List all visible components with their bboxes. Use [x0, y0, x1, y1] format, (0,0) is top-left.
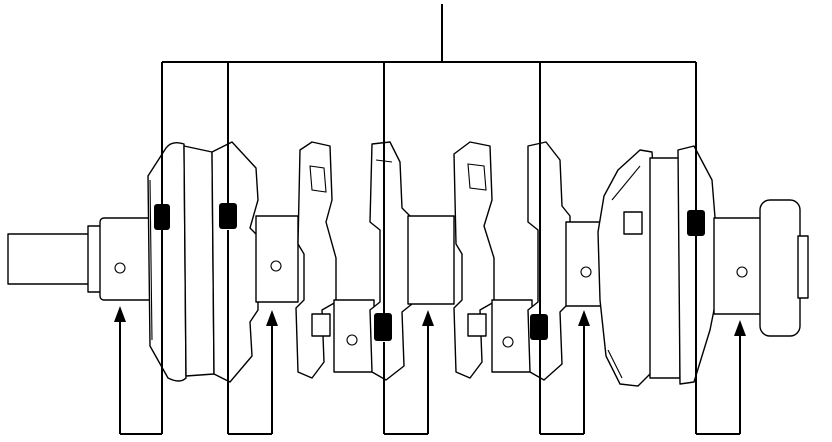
oil-hole-journal-2	[346, 334, 358, 346]
crank-arm-5	[527, 141, 571, 381]
counterweight-1	[147, 141, 187, 382]
rear-window	[623, 211, 643, 235]
arrow-up-icon	[734, 320, 746, 336]
lower-bracket	[114, 230, 746, 435]
oil-hole-journal-1	[114, 262, 126, 274]
crank-arm-3	[369, 141, 413, 381]
oil-hole-pin-1	[270, 260, 282, 272]
oil-hole-marker-icon	[530, 314, 548, 340]
counterweight-rear-edge-2	[607, 349, 623, 379]
main-journal-1	[99, 217, 157, 301]
oil-hole-journal-rear	[736, 266, 748, 278]
main-journal-rear	[713, 217, 769, 315]
arrow-up-icon	[578, 310, 590, 326]
front-snout	[7, 233, 93, 285]
oil-hole-marker-icon	[687, 210, 705, 236]
crank-pin-2	[407, 215, 455, 305]
crank-pin-1	[255, 215, 299, 303]
crank-arm-1	[211, 141, 259, 383]
oil-hole-journal-3	[502, 336, 514, 348]
oil-hole-marker-icon	[154, 204, 170, 230]
arrow-up-icon	[114, 306, 126, 322]
counterweight-1-edge	[149, 179, 153, 341]
arm-4-face	[467, 163, 487, 191]
arrow-up-icon	[266, 310, 278, 326]
arrow-up-icon	[422, 310, 434, 326]
crank-arm-4	[453, 141, 495, 379]
crank-arm-2	[295, 141, 337, 379]
oil-hole-pin-3	[580, 266, 592, 278]
journal-2-window	[311, 313, 331, 337]
main-journal-3	[491, 299, 533, 373]
crankshaft	[7, 141, 809, 387]
rear-flange	[759, 199, 801, 337]
upper-bracket	[154, 4, 705, 341]
rear-web	[649, 157, 681, 379]
oil-hole-marker-icon	[219, 203, 237, 229]
arm-2-face	[309, 165, 327, 193]
rear-spigot	[797, 235, 809, 299]
journal-3-window	[467, 313, 487, 337]
web-1	[183, 145, 215, 377]
oil-hole-marker-icon	[374, 313, 392, 341]
counterweight-rear-edge-1	[611, 165, 641, 201]
